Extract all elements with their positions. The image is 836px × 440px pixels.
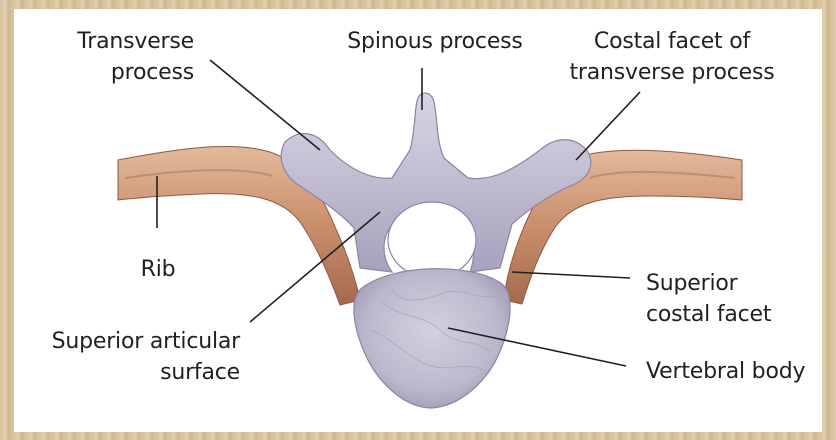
leader-transverse [210,60,320,150]
label-costal-facet-of-transverse-process: Costal facet of transverse process [548,26,796,88]
vertebral-body [354,269,510,408]
vertebral-foramen [388,202,476,278]
label-superior-articular-surface: Superior articular surface [18,326,240,388]
label-transverse-process: Transverse process [50,26,194,88]
label-spinous-process: Spinous process [332,26,538,57]
label-superior-costal-facet: Superior costal facet [646,268,796,330]
label-rib: Rib [130,254,186,285]
label-vertebral-body: Vertebral body [646,356,826,387]
